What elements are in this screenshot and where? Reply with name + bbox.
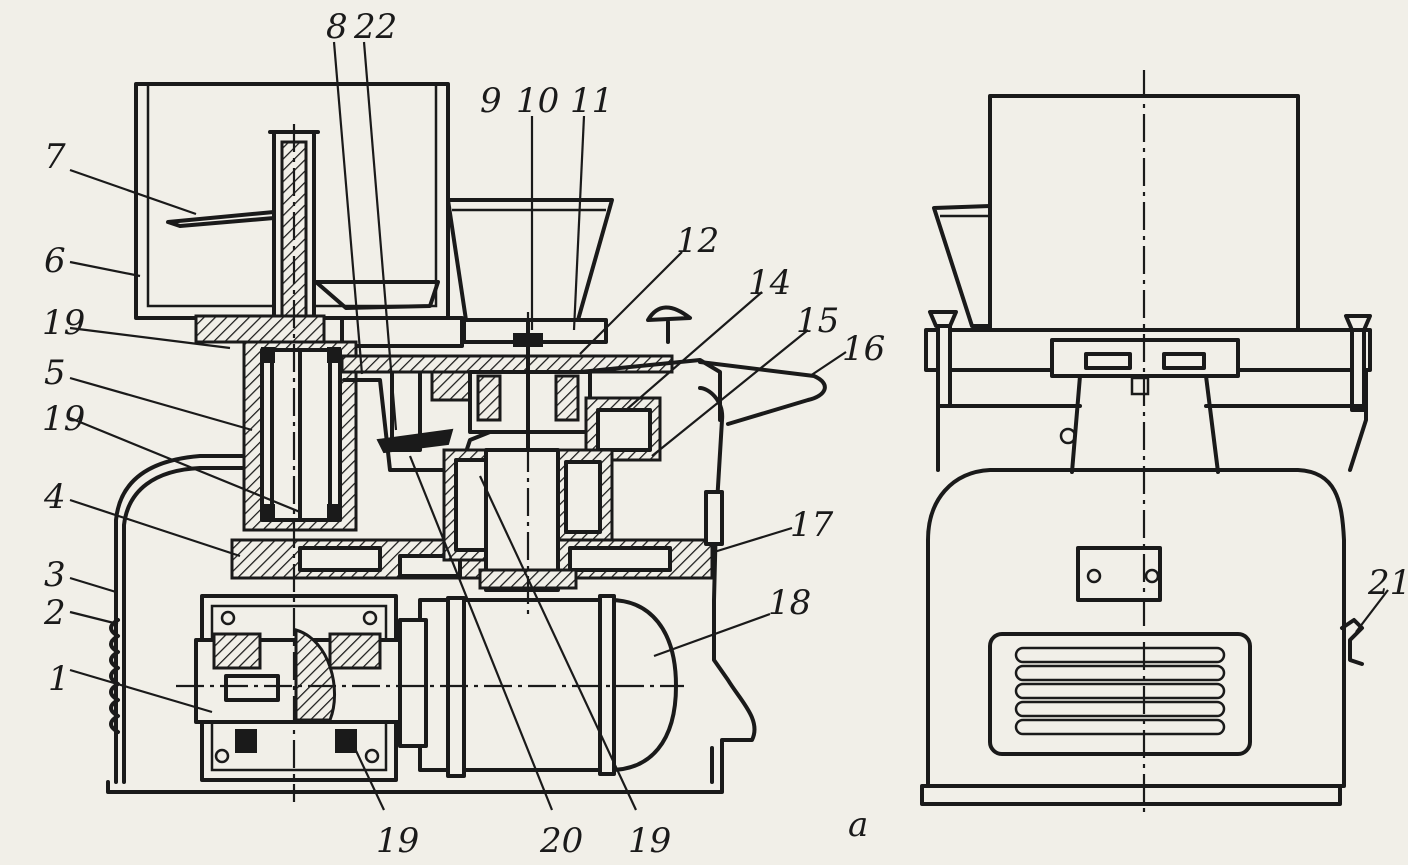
label-7: 7 <box>44 137 66 177</box>
vent-grille <box>988 632 1252 756</box>
label-21: 21 <box>1367 563 1408 603</box>
view-caption: a <box>848 805 868 845</box>
vent-slots <box>1014 646 1226 736</box>
feed-hopper <box>446 198 614 322</box>
housing-body <box>114 454 248 784</box>
label-5: 5 <box>44 353 66 393</box>
nameplate <box>1076 546 1162 602</box>
label-10: 10 <box>516 81 559 121</box>
disc <box>166 210 276 228</box>
side-view <box>920 70 1372 812</box>
base-plate <box>106 780 724 794</box>
label-4: 4 <box>43 477 66 517</box>
label-19-bottom-left: 19 <box>376 821 419 861</box>
label-17: 17 <box>790 505 834 545</box>
section-view <box>106 82 827 802</box>
label-22: 22 <box>353 7 397 47</box>
label-15: 15 <box>796 301 839 341</box>
label-2: 2 <box>43 593 66 633</box>
leader-lines <box>69 41 1389 811</box>
cooling-ribs <box>109 618 120 734</box>
side-housing <box>926 468 1346 788</box>
label-19-upper: 19 <box>42 303 85 343</box>
label-19-bottom-right: 19 <box>628 821 671 861</box>
knob <box>646 305 692 322</box>
side-handle <box>1340 618 1364 666</box>
grinding-chamber <box>342 378 522 472</box>
side-base <box>920 784 1342 806</box>
label-8: 8 <box>326 7 348 47</box>
label-16: 16 <box>842 329 885 369</box>
label-9: 9 <box>480 81 502 121</box>
label-14: 14 <box>748 263 791 303</box>
label-1: 1 <box>48 659 70 699</box>
label-18: 18 <box>768 583 811 623</box>
callout-labels: 8 22 9 10 11 12 14 15 16 17 18 7 6 19 5 … <box>42 7 1408 861</box>
label-19-middle: 19 <box>42 399 85 439</box>
chute <box>698 360 827 426</box>
label-12: 12 <box>676 221 719 261</box>
side-hopper <box>932 204 992 328</box>
housing-right-wall <box>698 386 757 784</box>
label-6: 6 <box>44 241 66 281</box>
label-20: 20 <box>539 821 583 861</box>
label-3: 3 <box>44 555 66 595</box>
label-11: 11 <box>570 81 613 121</box>
